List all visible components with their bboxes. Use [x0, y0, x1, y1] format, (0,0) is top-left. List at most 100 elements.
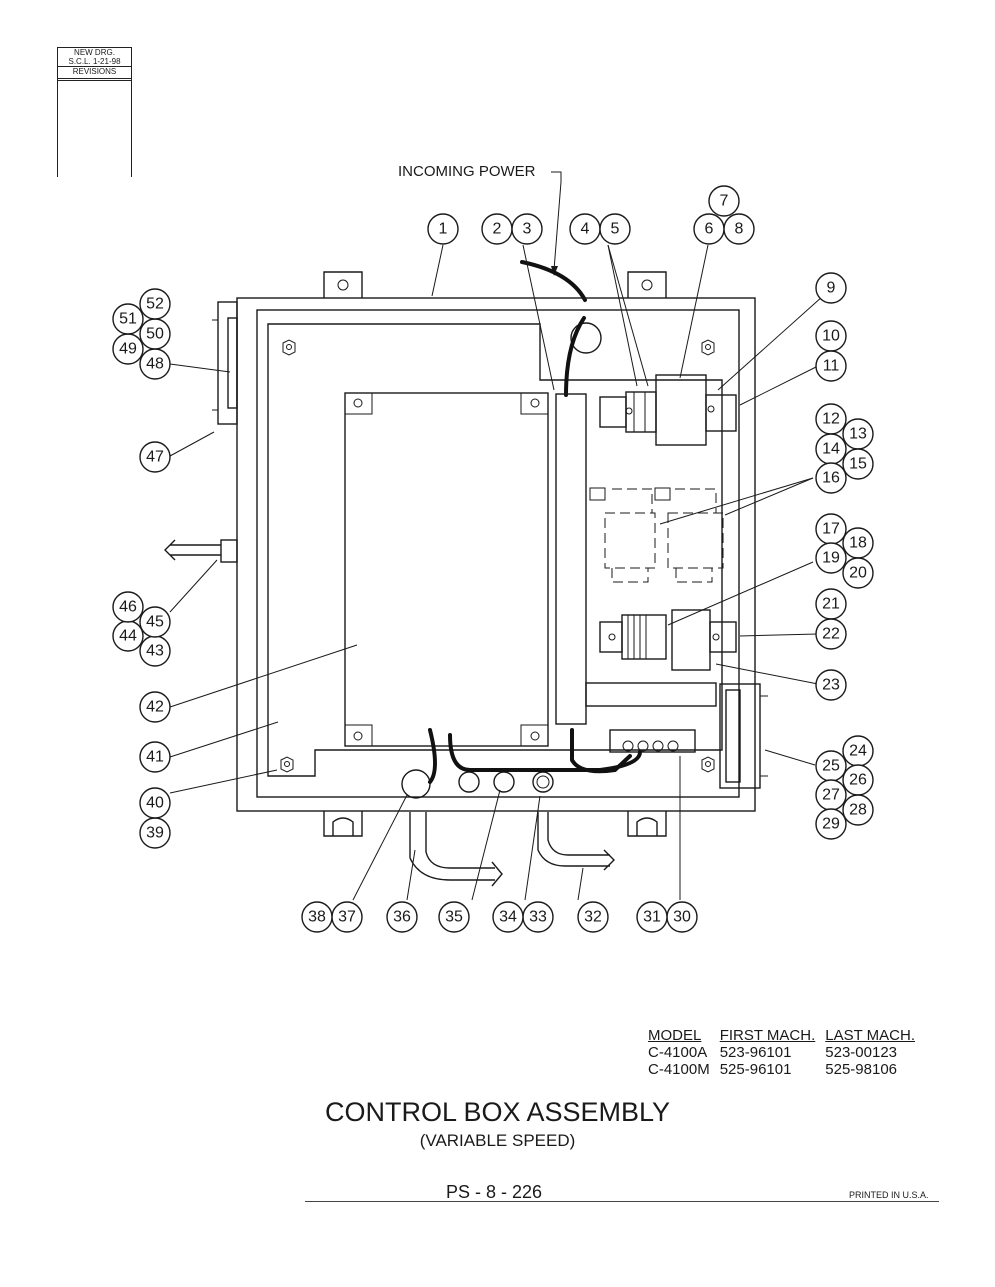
callout-13: 13	[842, 418, 874, 450]
callout-29: 29	[815, 808, 847, 840]
callout-3: 3	[511, 213, 543, 245]
svg-text:6: 6	[705, 221, 714, 238]
terminal-strip	[609, 729, 696, 753]
first-mach-cell: 523-96101	[719, 1044, 792, 1061]
callout-bubbles: 1 2 3 4 5 6 7 8 9 10 11 12 13 14 15 16 1…	[112, 185, 874, 933]
incoming-power-leader	[551, 171, 562, 271]
contactor-lower	[599, 609, 737, 671]
bottom-fitting-small	[532, 771, 554, 793]
callout-47: 47	[139, 441, 171, 473]
svg-text:25: 25	[822, 758, 840, 775]
callout-11: 11	[815, 350, 847, 382]
svg-text:32: 32	[584, 909, 602, 926]
enclosure-inner	[256, 309, 740, 798]
panel-nut	[280, 339, 715, 773]
svg-text:15: 15	[849, 456, 867, 473]
svg-text:38: 38	[308, 909, 326, 926]
callout-45: 45	[139, 606, 171, 638]
svg-text:45: 45	[146, 614, 164, 631]
svg-text:41: 41	[146, 749, 164, 766]
svg-text:11: 11	[823, 358, 840, 375]
callout-50: 50	[139, 318, 171, 350]
callout-36: 36	[386, 901, 418, 933]
svg-text:50: 50	[146, 326, 164, 343]
left-side-connector	[212, 301, 238, 425]
top-knockout	[570, 322, 602, 354]
callout-35: 35	[438, 901, 470, 933]
callout-52: 52	[139, 288, 171, 320]
callout-40: 40	[139, 787, 171, 819]
power-wire-inside	[564, 316, 586, 397]
svg-text:18: 18	[849, 535, 867, 552]
callout-39: 39	[139, 817, 171, 849]
svg-text:37: 37	[338, 909, 356, 926]
mount-tab-top-right	[627, 271, 667, 298]
svg-text:47: 47	[146, 449, 164, 466]
callout-38: 38	[301, 901, 333, 933]
svg-text:48: 48	[146, 356, 164, 373]
callout-8: 8	[723, 213, 755, 245]
callout-22: 22	[815, 618, 847, 650]
callout-43: 43	[139, 635, 171, 667]
svg-text:42: 42	[146, 699, 164, 716]
callout-7: 7	[708, 185, 740, 217]
optional-relays	[589, 487, 724, 583]
callout-24: 24	[842, 735, 874, 767]
right-side-switch	[719, 683, 768, 789]
revision-block: NEW DRG. S.C.L. 1-21-98 REVISIONS	[57, 47, 132, 177]
callout-1: 1	[427, 213, 459, 245]
svg-text:12: 12	[822, 411, 840, 428]
variable-speed-drive	[344, 392, 549, 747]
callout-15: 15	[842, 448, 874, 480]
revisions-header: REVISIONS	[58, 66, 131, 78]
svg-text:2: 2	[493, 221, 502, 238]
svg-text:23: 23	[822, 677, 840, 694]
callout-41: 41	[139, 741, 171, 773]
callout-2: 2	[481, 213, 513, 245]
svg-text:31: 31	[643, 909, 661, 926]
callout-23: 23	[815, 669, 847, 701]
callout-27: 27	[815, 779, 847, 811]
svg-text:29: 29	[822, 816, 840, 833]
internal-wiring	[428, 728, 642, 784]
callout-32: 32	[577, 901, 609, 933]
callout-4: 4	[569, 213, 601, 245]
table-row: C-4100M 525-96101 525-98106	[648, 1061, 925, 1078]
callout-16: 16	[815, 462, 847, 494]
svg-text:3: 3	[523, 221, 532, 238]
last-mach-cell: 525-98106	[825, 1061, 897, 1078]
callout-10: 10	[815, 320, 847, 352]
svg-text:4: 4	[581, 221, 590, 238]
svg-text:30: 30	[673, 909, 691, 926]
callout-25: 25	[815, 750, 847, 782]
table-row: C-4100A 523-96101 523-00123	[648, 1044, 925, 1061]
svg-text:19: 19	[822, 550, 840, 567]
first-mach-header: FIRST MACH.	[719, 1027, 816, 1044]
page-number: PS - 8 - 226	[446, 1182, 543, 1202]
wire-duct-horizontal	[585, 682, 717, 707]
callout-17: 17	[815, 513, 847, 545]
svg-text:5: 5	[611, 221, 620, 238]
leader-lines	[169, 244, 824, 901]
svg-text:28: 28	[849, 802, 867, 819]
callout-33: 33	[522, 901, 554, 933]
mount-tab-top-left	[323, 271, 363, 298]
callout-48: 48	[139, 348, 171, 380]
svg-text:21: 21	[822, 596, 840, 613]
svg-text:17: 17	[822, 521, 840, 538]
last-mach-cell: 523-00123	[825, 1044, 897, 1061]
callout-19: 19	[815, 542, 847, 574]
callout-9: 9	[815, 272, 847, 304]
svg-text:44: 44	[119, 628, 137, 645]
callout-18: 18	[842, 527, 874, 559]
bottom-knockout-1	[458, 771, 480, 793]
svg-text:35: 35	[445, 909, 463, 926]
page-title: CONTROL BOX ASSEMBLY	[324, 1097, 671, 1127]
bottom-fitting-large	[401, 769, 431, 799]
model-table-header: MODEL FIRST MACH. LAST MACH.	[648, 1027, 925, 1044]
svg-text:24: 24	[849, 743, 867, 760]
svg-text:26: 26	[849, 772, 867, 789]
model-cell: C-4100A	[648, 1044, 708, 1061]
svg-text:51: 51	[119, 311, 137, 328]
